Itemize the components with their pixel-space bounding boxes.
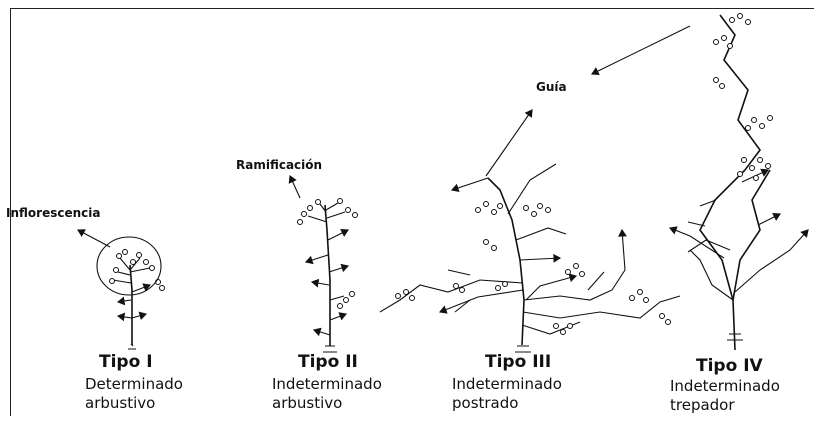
type-4-desc-line1: Indeterminado <box>670 377 780 396</box>
guide-arrow-1 <box>486 110 532 176</box>
branching-label: Ramificación <box>236 158 322 172</box>
type-2-title: Tipo II <box>298 352 358 372</box>
plant-type-2 <box>290 176 358 352</box>
type-3-title: Tipo III <box>485 352 551 372</box>
type-3-desc-line1: Indeterminado <box>452 375 562 394</box>
type-2-desc-line1: Indeterminado <box>272 375 382 394</box>
type-1-title: Tipo I <box>99 352 153 372</box>
inflorescence-arrow <box>78 230 110 247</box>
plant-type-3 <box>380 110 680 352</box>
plant-type-1 <box>78 230 165 349</box>
plant-type-4 <box>592 14 808 351</box>
type-1-desc-line2: arbustivo <box>85 394 155 413</box>
type-3-desc-line2: postrado <box>452 394 518 413</box>
type-4-desc-line2: trepador <box>670 396 735 415</box>
branching-arrow <box>290 176 300 198</box>
type-2-desc-line2: arbustivo <box>272 394 342 413</box>
type-4-title: Tipo IV <box>696 356 763 376</box>
inflorescence-label: Inflorescencia <box>6 206 100 220</box>
type-1-desc-line1: Determinado <box>85 375 183 394</box>
guide-arrow-2 <box>592 26 690 74</box>
guide-label: Guía <box>536 80 567 94</box>
